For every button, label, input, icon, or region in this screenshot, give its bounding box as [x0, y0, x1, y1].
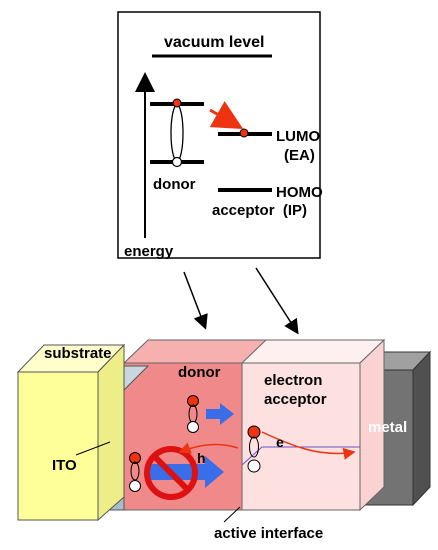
exciton-upper: [187, 395, 199, 433]
electron-transport-arrow: [261, 431, 356, 460]
active-interface-label: active interface: [214, 525, 323, 542]
acceptor-electron-dot: [239, 128, 249, 138]
donor-label: donor: [153, 176, 196, 193]
donor-electron-dot: [172, 98, 182, 108]
prohibited-icon: [144, 446, 198, 500]
hole-transport-arrow: [178, 442, 239, 454]
donor-top-face: [122, 339, 268, 364]
homo-label: HOMO: [276, 184, 323, 201]
exciton-interface: [247, 425, 261, 473]
acceptor-block: [239, 362, 361, 511]
blue-arrow-upper: [206, 403, 234, 425]
pointer-arrow-right: [255, 267, 299, 335]
donor-hole-dot: [171, 156, 183, 168]
ea-label: (EA): [284, 147, 315, 164]
substrate-label: substrate: [44, 345, 112, 362]
exciton-lower: [129, 452, 141, 492]
electron-label: electron: [264, 372, 322, 389]
device-stack: substrate donor electron acceptor metal …: [16, 338, 432, 542]
blue-arrow-lower: [150, 456, 224, 488]
energy-axis-label: energy: [124, 243, 174, 260]
metal-side-face: [412, 350, 431, 507]
ito-pointer-line: [75, 441, 111, 456]
acceptor-layer-label: acceptor: [264, 391, 327, 408]
ito-label: ITO: [52, 457, 77, 474]
donor-layer-label: donor: [178, 364, 221, 381]
lumo-label: LUMO: [276, 128, 320, 145]
acceptor-ip-label: acceptor (IP): [212, 202, 307, 219]
substrate-side-face: [97, 343, 125, 522]
metal-label: metal: [368, 419, 407, 436]
hole-label: h: [197, 450, 206, 466]
active-interface-pointer: [223, 506, 241, 523]
substrate-block: [17, 371, 99, 521]
energy-level-diagram: vacuum level energy donor LUMO (EA) HOMO…: [117, 11, 323, 260]
electron-path-label: e: [276, 434, 284, 450]
electron-transfer-arrow: [209, 101, 244, 129]
vacuum-level-label: vacuum level: [164, 34, 265, 51]
pointer-arrow-left: [183, 271, 208, 330]
